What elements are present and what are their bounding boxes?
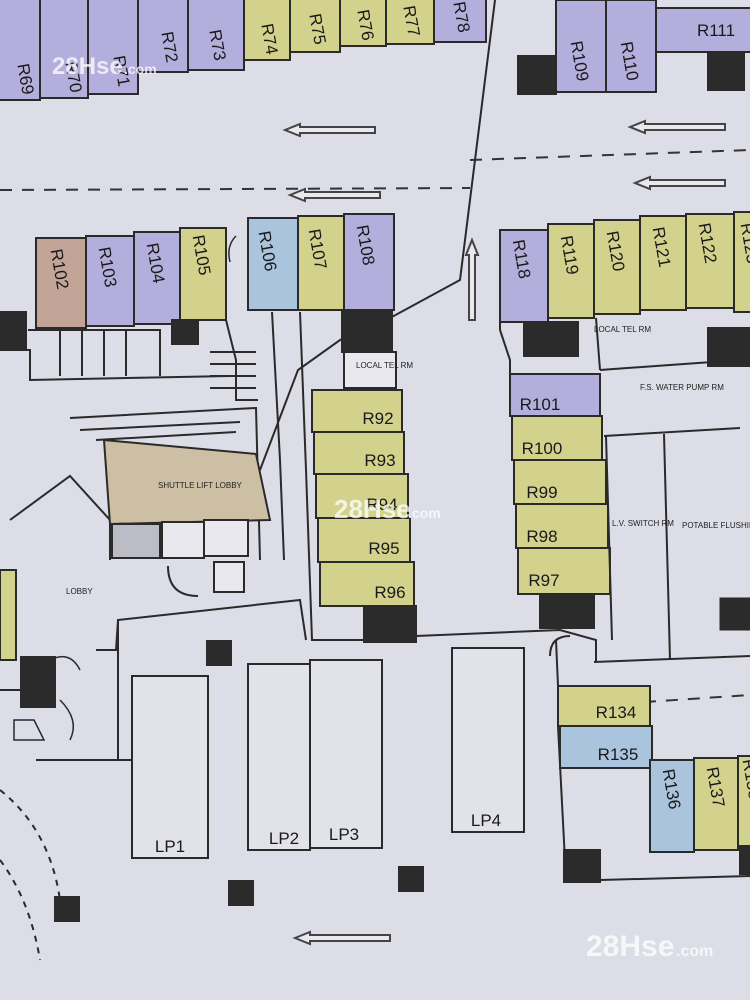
parking-row-top-right bbox=[517, 0, 750, 95]
parking-block-r134-r138 bbox=[557, 685, 750, 883]
parking-row-top bbox=[0, 0, 487, 101]
space-lp3: LP3 bbox=[329, 825, 359, 844]
svg-text:.com: .com bbox=[408, 505, 441, 521]
svg-text:28Hse: 28Hse bbox=[52, 53, 123, 80]
space-r99: R99 bbox=[526, 483, 557, 502]
space-r135: R135 bbox=[598, 745, 639, 764]
traffic-arrows bbox=[282, 119, 726, 946]
parking-row-r106-r108 bbox=[247, 213, 397, 389]
parking-column-r97-r101 bbox=[509, 373, 611, 629]
arrow-icon bbox=[464, 237, 480, 321]
space-r138: R138 bbox=[739, 757, 750, 800]
space-r95: R95 bbox=[368, 539, 399, 558]
room-potable-pump-rm: POTABLE FLUSHING WATER PUMP RM bbox=[682, 521, 750, 530]
watermark-top: 28Hse .com bbox=[52, 53, 157, 80]
room-fs-water-pump-rm: F.S. WATER PUMP RM bbox=[640, 383, 724, 392]
loading-bays bbox=[131, 647, 525, 859]
watermark-middle: 28Hse .com bbox=[334, 494, 441, 524]
arrow-icon bbox=[292, 930, 391, 946]
columns-bottom bbox=[54, 866, 424, 922]
arrow-icon bbox=[632, 175, 726, 191]
space-r92: R92 bbox=[362, 409, 393, 428]
watermark-bottom: 28Hse .com bbox=[586, 930, 713, 963]
space-r93: R93 bbox=[364, 451, 395, 470]
room-local-tel-rm-1: LOCAL TEL RM bbox=[356, 361, 413, 370]
space-r101: R101 bbox=[520, 395, 561, 414]
svg-text:28Hse: 28Hse bbox=[334, 494, 411, 524]
room-local-tel-rm-2: LOCAL TEL RM bbox=[594, 325, 651, 334]
space-r94: R94 bbox=[366, 495, 397, 514]
partial-space bbox=[0, 569, 17, 661]
plant-room-walls bbox=[593, 359, 750, 663]
column bbox=[206, 640, 232, 666]
space-r96: R96 bbox=[374, 583, 405, 602]
column bbox=[719, 597, 750, 631]
arrow-icon bbox=[627, 119, 726, 135]
parking-row-r102-r105 bbox=[0, 227, 227, 349]
space-lp1: LP1 bbox=[155, 837, 185, 856]
shuttle-lift-lobby-area bbox=[102, 438, 272, 526]
parking-column-r92-r96 bbox=[311, 389, 417, 643]
space-r134: R134 bbox=[596, 703, 637, 722]
lift-shafts bbox=[111, 519, 249, 593]
space-r98: R98 bbox=[526, 527, 557, 546]
space-lp2: LP2 bbox=[269, 829, 299, 848]
arrow-icon bbox=[287, 187, 381, 203]
room-lv-switch-rm: L.V. SWITCH RM bbox=[612, 519, 674, 528]
space-r111: R111 bbox=[697, 21, 735, 40]
arrow-icon bbox=[282, 122, 376, 138]
door-swings bbox=[13, 235, 237, 741]
column bbox=[20, 656, 56, 708]
svg-text:.com: .com bbox=[676, 943, 713, 960]
core-walls bbox=[0, 240, 750, 961]
room-lobby: LOBBY bbox=[66, 587, 93, 596]
svg-text:28Hse: 28Hse bbox=[586, 930, 674, 963]
space-r97: R97 bbox=[528, 571, 559, 590]
parking-row-r118-r123 bbox=[499, 211, 750, 367]
room-shuttle-lift-lobby: SHUTTLE LIFT LOBBY bbox=[158, 481, 243, 490]
space-lp4: LP4 bbox=[471, 811, 501, 830]
svg-text:.com: .com bbox=[124, 61, 157, 77]
space-r100: R100 bbox=[522, 439, 563, 458]
